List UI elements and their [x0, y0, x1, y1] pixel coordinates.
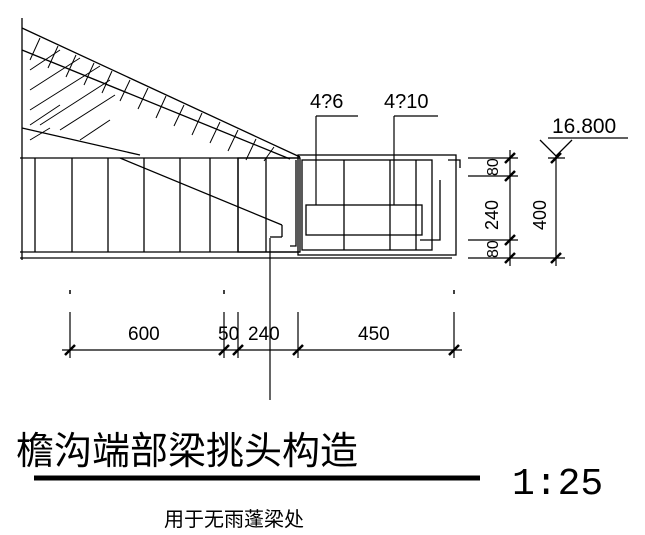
rebar-leaders: [315, 115, 438, 205]
hdim-50: 50: [218, 324, 239, 345]
vertical-dimensions: [468, 150, 565, 266]
rebar-main-label: 4?10: [384, 91, 429, 113]
drawing-title: 檐沟端部梁挑头构造: [16, 429, 358, 473]
hdim-450: 450: [358, 324, 390, 345]
vdim-80-top: 80: [485, 158, 502, 176]
hdim-600: 600: [128, 324, 160, 345]
sloped-roof-slab: [21, 18, 301, 260]
vdim-80-bottom: 80: [485, 240, 502, 258]
vdim-240: 240: [482, 200, 502, 230]
horizontal-dimensions: [62, 238, 462, 400]
rebar-stirrup-label: 4?6: [310, 91, 343, 113]
elevation-marker: [539, 137, 628, 157]
hdim-240: 240: [248, 324, 280, 345]
beam-body: [20, 154, 461, 259]
drawing-subtitle: 用于无雨蓬梁处: [164, 507, 304, 531]
vdim-400: 400: [530, 200, 550, 230]
scale-label: 1:25: [512, 463, 603, 506]
elevation-label: 16.800: [552, 115, 616, 138]
